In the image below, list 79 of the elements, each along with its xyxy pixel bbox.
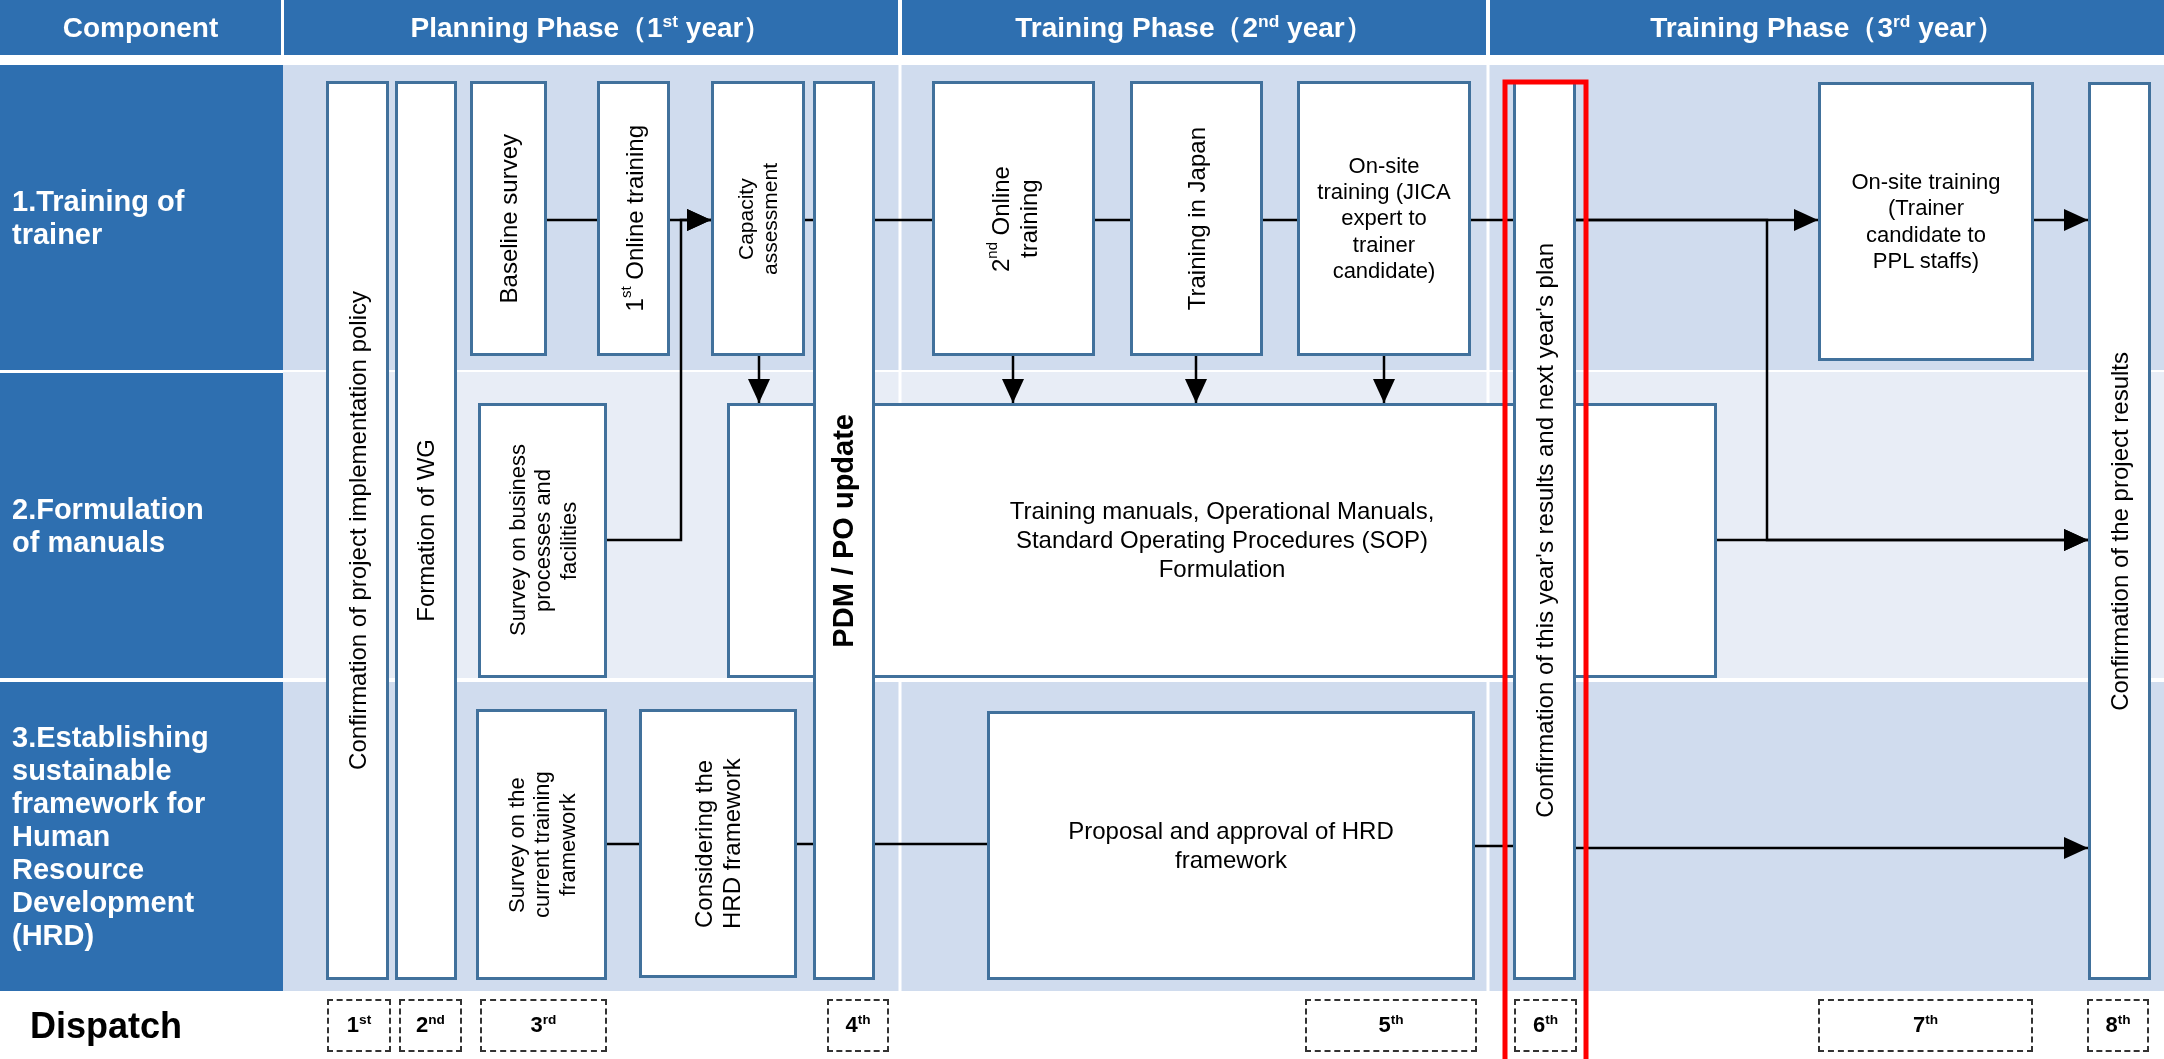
activity-box [478, 403, 607, 678]
connector-arrow [1717, 529, 2088, 551]
connector-line [1471, 218, 1513, 222]
connector-arrow [1373, 356, 1395, 403]
activity-box [932, 81, 1095, 356]
dispatch-label: 5$^{th}$ [1378, 1012, 1404, 1039]
header-text: Planning Phase（1$^{st}$ year） [410, 9, 772, 45]
row-title: 3.Establishing sustainable framework for Human Resource Development (HRD) [12, 721, 210, 952]
activity-box [1297, 81, 1471, 356]
activity-label: Survey on business processes and facilities [504, 443, 581, 638]
dispatch-box [827, 999, 889, 1052]
activity-label: Training in Japan [1182, 126, 1211, 311]
header-cell [284, 0, 898, 55]
activity-label: Formation of WG [412, 439, 440, 622]
activity-label: Considering the HRD framework [690, 757, 746, 931]
header-cell [0, 0, 281, 55]
activity-box [395, 81, 457, 980]
activity-label: Confirmation of the project results [2105, 351, 2134, 711]
connector-line [875, 842, 987, 846]
row-title: 1.Training of trainer [12, 184, 186, 251]
dispatch-label: 7$^{th}$ [1912, 1012, 1939, 1039]
dispatch-label: 2$^{nd}$ [416, 1012, 445, 1039]
activity-label: On-site training (Trainer candidate to PPL staffs) [1850, 168, 2002, 275]
dispatch-label: 4$^{th}$ [845, 1012, 871, 1039]
activity-label: Training manuals, Operational Manuals, Standard Operating Procedures (SOP) Formulation [1008, 497, 1436, 584]
connector-arrow [1576, 837, 2088, 859]
connector-line [875, 218, 932, 222]
header-text: Training Phase（2$^{nd}$ year） [1015, 9, 1373, 45]
connector-arrow [1002, 356, 1024, 403]
activity-box [470, 81, 547, 356]
dispatch-box [1305, 999, 1477, 1052]
activity-label: On-site training (JICA expert to trainer candidate) [1316, 152, 1452, 285]
activity-box [711, 81, 805, 356]
dispatch-label: 3$^{rd}$ [530, 1012, 557, 1039]
connector-arrow [748, 356, 770, 403]
dispatch-label: 1$^{st}$ [346, 1012, 372, 1039]
activity-box [1818, 82, 2034, 361]
activity-box [1130, 81, 1263, 356]
dispatch-box [327, 999, 391, 1052]
dispatch-box [399, 999, 462, 1052]
dispatch-box [2087, 999, 2149, 1052]
activity-box [2088, 82, 2151, 980]
row-title: 2.Formulation of manuals [12, 492, 205, 559]
activity-box [987, 711, 1475, 980]
activity-box [597, 81, 670, 356]
connector-line [607, 842, 639, 846]
activity-label: PDM / PO update [827, 413, 861, 648]
activity-box [813, 81, 875, 980]
activity-label: Confirmation of project implementation policy [343, 291, 372, 770]
connector-arrow [2034, 209, 2088, 231]
row-caption: Dispatch [30, 1005, 183, 1047]
activity-label: Baseline survey [494, 133, 523, 304]
row-header [0, 65, 283, 370]
header-cell [1490, 0, 2164, 55]
row-header [0, 682, 283, 991]
connector-line [797, 842, 813, 846]
activity-label: Proposal and approval of HRD framework [1067, 816, 1395, 875]
dispatch-box [1514, 999, 1577, 1052]
dispatch-box [480, 999, 607, 1052]
activity-label: Confirmation of this year's results and next year's plan [1530, 243, 1559, 818]
dispatch-label: 8$^{th}$ [2105, 1012, 2131, 1039]
header-cell [902, 0, 1486, 55]
header-text: Component [62, 11, 219, 44]
activity-label: Survey on the current training framework [503, 770, 580, 920]
connector-line [1263, 218, 1297, 222]
activity-label: Capacity assessment [733, 161, 782, 277]
activity-box [476, 709, 607, 980]
connector-arrow [607, 209, 711, 542]
connector-line [1095, 218, 1130, 222]
activity-box [326, 81, 389, 980]
dispatch-label: 6$^{th}$ [1532, 1012, 1559, 1039]
connector-line [805, 218, 813, 222]
connector-arrow [1185, 356, 1207, 403]
row-header [0, 373, 283, 678]
connector-line [1475, 844, 1513, 848]
header-text: Training Phase（3$^{rd}$ year） [1650, 9, 2004, 45]
dispatch-box [1818, 999, 2033, 1052]
activity-box [639, 709, 797, 978]
connector-line [547, 218, 597, 222]
